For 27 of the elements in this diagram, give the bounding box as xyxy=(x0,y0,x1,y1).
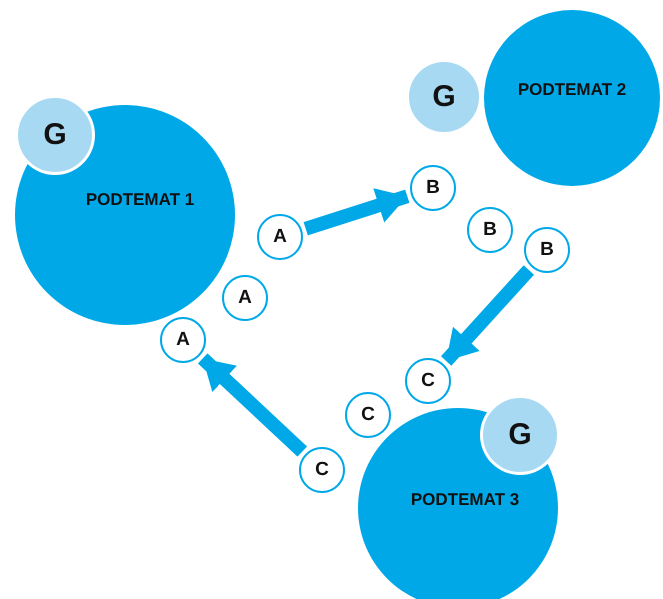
circle-label: B xyxy=(540,239,554,261)
letter-circle xyxy=(524,227,570,273)
letter-circle xyxy=(410,165,456,211)
arrow xyxy=(198,353,308,457)
letter-circle xyxy=(405,358,451,404)
circle-label: PODTEMAT 1 xyxy=(86,190,194,210)
circle-label: C xyxy=(421,370,435,392)
circle-label: G xyxy=(432,80,456,114)
circle-label: C xyxy=(315,459,329,481)
circle-label: A xyxy=(176,329,190,351)
letter-circle xyxy=(345,392,391,438)
letter-circle xyxy=(222,275,268,321)
letter-circle xyxy=(467,207,513,253)
circle-label: G xyxy=(43,118,67,152)
circle-label: A xyxy=(238,287,252,309)
circle-label: B xyxy=(483,219,497,241)
circle-label: G xyxy=(508,418,532,452)
circle-label: PODTEMAT 2 xyxy=(518,80,626,100)
circle-label: A xyxy=(273,226,287,248)
arrow xyxy=(440,265,534,366)
circle-label: PODTEMAT 3 xyxy=(410,490,520,510)
letter-circle xyxy=(257,214,303,260)
letter-circle xyxy=(160,317,206,363)
circle-label: C xyxy=(361,404,375,426)
circle-label: B xyxy=(426,177,440,199)
letter-circle xyxy=(299,447,345,493)
arrow xyxy=(304,188,410,236)
